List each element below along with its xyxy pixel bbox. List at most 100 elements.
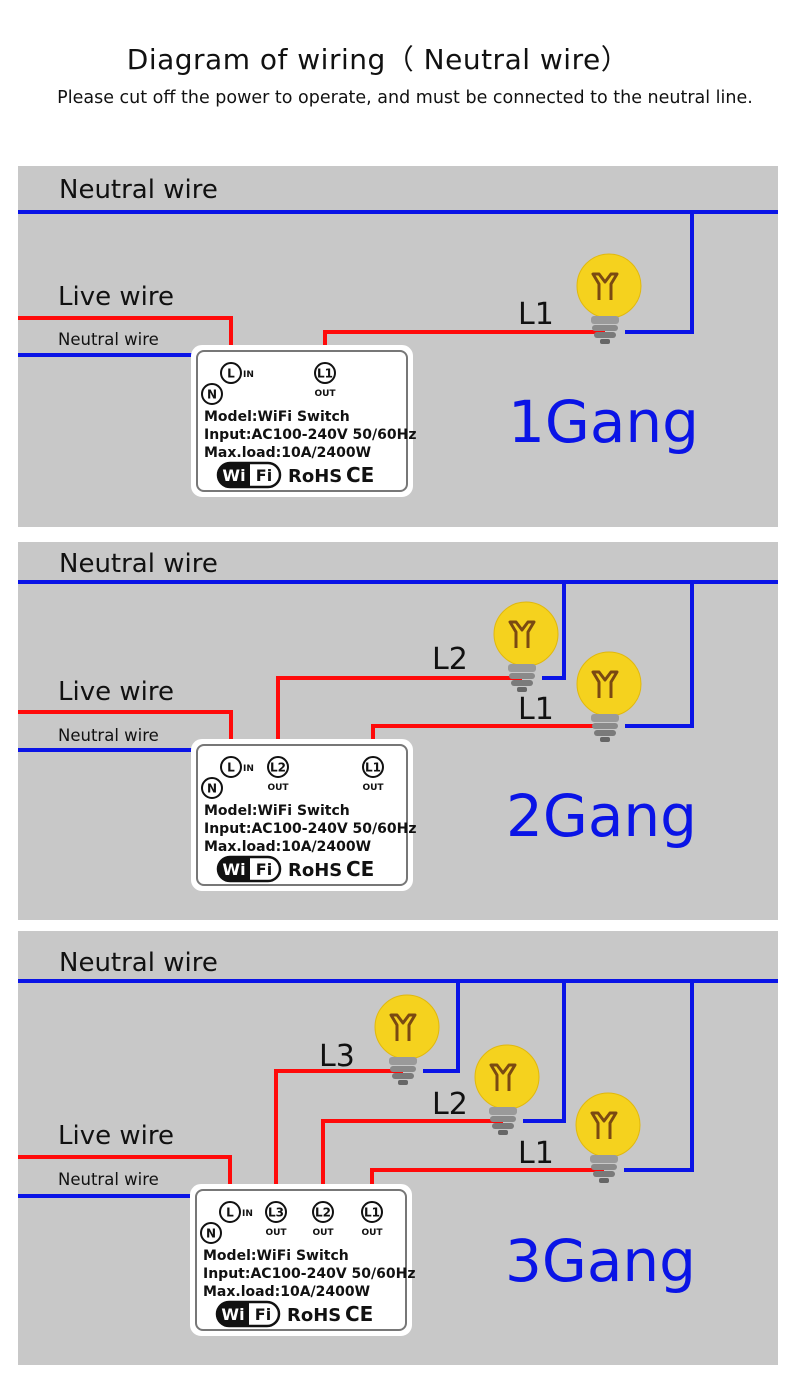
- wifi-logo-fill: [217, 1302, 249, 1326]
- device-model-text: Model:WiFi Switch: [204, 409, 350, 425]
- light-bulb-icon: [576, 253, 642, 344]
- terminal-ring: [220, 362, 242, 384]
- load-label-l1: L1: [518, 1136, 554, 1171]
- bulb-filament: [590, 1111, 618, 1139]
- load-neutral-wire-l1: [625, 212, 694, 334]
- terminal-label: L3: [268, 1206, 284, 1220]
- neutral-wire-small-label: Neutral wire: [58, 1170, 159, 1189]
- terminal-ring: [267, 756, 289, 778]
- wifi-logo-left: Wi: [222, 466, 245, 485]
- bulb-filament: [508, 620, 536, 648]
- terminal-ring: [362, 756, 384, 778]
- ce-mark: CE: [346, 857, 374, 881]
- load-live-wire-l2: [276, 676, 522, 760]
- bulb-base-ring: [392, 1073, 414, 1079]
- device-input-text: Input:AC100-240V 50/60Hz: [204, 427, 416, 443]
- bulb-base-ring: [594, 730, 616, 736]
- rohs-mark: RoHS: [287, 1305, 341, 1326]
- bulb-base-ring: [389, 1057, 417, 1065]
- terminal-label: L2: [270, 761, 286, 775]
- load-label-l1: L1: [518, 297, 554, 332]
- wifi-logo-fill: [218, 857, 250, 881]
- bulb-base-ring: [591, 714, 619, 722]
- page-title: Diagram of wiring（ Neutral wire）: [126, 43, 630, 76]
- ce-mark: CE: [345, 1302, 373, 1326]
- terminal-out-label: OUT: [361, 1228, 383, 1238]
- terminal-ring: [200, 1222, 222, 1244]
- rohs-mark: RoHS: [288, 860, 342, 881]
- ce-mark: CE: [346, 463, 374, 487]
- wifi-logo-icon: Wi Fi: [216, 855, 282, 883]
- bulb-base-ring: [390, 1066, 416, 1072]
- terminal-label: N: [207, 782, 217, 796]
- bulb-tip: [599, 1178, 609, 1183]
- device-inner-border: [195, 1189, 407, 1331]
- terminal-l-in: L: [220, 756, 242, 778]
- bulb-base-ring: [593, 1171, 615, 1177]
- wifi-logo-right: Fi: [256, 860, 272, 879]
- light-bulb-icon: [374, 994, 440, 1085]
- device-neutral-wire: [18, 748, 214, 780]
- bulb-glass: [575, 1092, 641, 1158]
- wifi-logo-right: Fi: [256, 466, 272, 485]
- bulb-tip: [517, 687, 527, 692]
- terminal-n: N: [200, 1222, 222, 1244]
- wifi-logo-left: Wi: [222, 860, 245, 879]
- load-neutral-wire-l3: [423, 981, 460, 1073]
- load-label-l3: L3: [319, 1039, 355, 1074]
- device-maxload-text: Max.load:10A/2400W: [204, 839, 371, 855]
- device-maxload-text: Max.load:10A/2400W: [204, 445, 371, 461]
- terminal-l1-out: L1: [362, 756, 384, 778]
- load-neutral-wire-l2: [523, 981, 566, 1123]
- bulb-base-ring: [508, 664, 536, 672]
- load-live-wire-l3: [274, 1069, 403, 1205]
- terminal-out-label: OUT: [362, 783, 384, 793]
- load-neutral-wire-l1: [625, 582, 694, 728]
- wifi-logo-left: Wi: [221, 1305, 244, 1324]
- device-inner-border: [196, 744, 408, 886]
- device-input-text: Input:AC100-240V 50/60Hz: [203, 1266, 415, 1282]
- terminal-l-in: L: [220, 362, 242, 384]
- gang-label: 1Gang: [508, 388, 699, 456]
- device-body: [190, 1184, 412, 1336]
- terminal-label: N: [206, 1227, 216, 1241]
- light-bulb-icon: [474, 1044, 540, 1135]
- bulb-base-ring: [509, 673, 535, 679]
- terminal-out-label: OUT: [265, 1228, 287, 1238]
- bulb-base-ring: [590, 1155, 618, 1163]
- device-model-text: Model:WiFi Switch: [203, 1248, 349, 1264]
- bulb-base-ring: [490, 1116, 516, 1122]
- gang-label: 2Gang: [506, 782, 697, 850]
- light-bulb-icon: [575, 1092, 641, 1183]
- bulb-filament: [489, 1063, 517, 1091]
- bulb-glass: [374, 994, 440, 1060]
- bulb-filament: [389, 1013, 417, 1041]
- terminal-ring: [220, 756, 242, 778]
- terminal-label: L2: [315, 1206, 331, 1220]
- load-neutral-wire-l1: [624, 981, 694, 1172]
- terminal-label: L: [227, 367, 235, 381]
- terminal-ring: [201, 383, 223, 405]
- bulb-base-ring: [594, 332, 616, 338]
- bulb-glass: [493, 601, 559, 667]
- light-bulb-icon: [493, 601, 559, 692]
- load-live-wire-l2: [321, 1119, 503, 1205]
- terminal-label: L: [227, 761, 235, 775]
- neutral-wire-label: Neutral wire: [59, 549, 218, 579]
- terminal-out-label: OUT: [312, 1228, 334, 1238]
- device-neutral-wire: [18, 353, 214, 386]
- neutral-wire-label: Neutral wire: [59, 175, 218, 205]
- terminal-ring: [201, 777, 223, 799]
- device-body: [191, 345, 413, 497]
- terminal-l3-out: L3: [265, 1201, 287, 1223]
- device-model-text: Model:WiFi Switch: [204, 803, 350, 819]
- terminal-n: N: [201, 777, 223, 799]
